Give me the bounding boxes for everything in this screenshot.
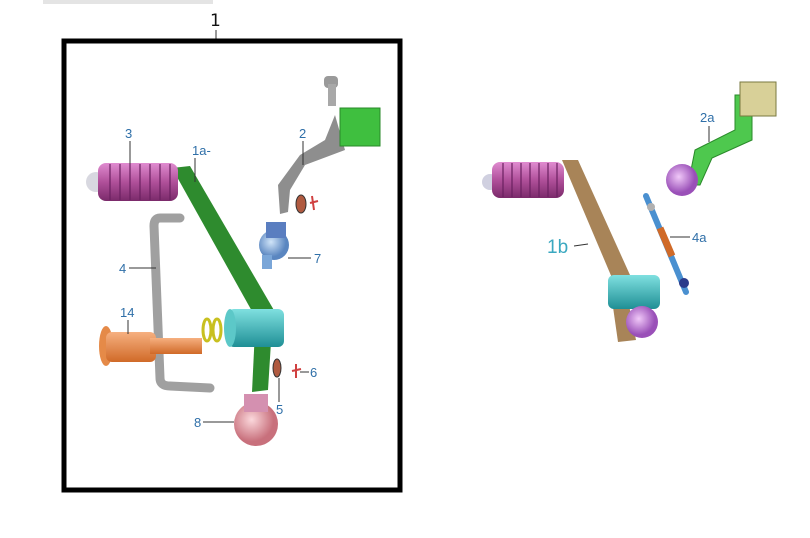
label-8: 8 xyxy=(194,415,201,430)
pivot-sleeve-right xyxy=(608,275,660,309)
pivot-shaft-14-end xyxy=(150,338,202,354)
label-6: 6 xyxy=(310,365,317,380)
label-14: 14 xyxy=(120,305,134,320)
ball-joint-7-stem xyxy=(262,255,272,269)
spring-washer-1 xyxy=(201,317,213,343)
green-block xyxy=(339,107,381,147)
right-kit: 1b 2a 4a xyxy=(482,81,777,342)
label-3: 3 xyxy=(125,126,132,141)
label-7: 7 xyxy=(314,251,321,266)
pivot-shaft-14 xyxy=(106,332,156,362)
assembly-label: 1 xyxy=(210,11,221,31)
bracket-2 xyxy=(278,115,345,214)
ball-joint-8-socket xyxy=(244,394,268,412)
ball-joint-right-upper xyxy=(666,164,698,196)
spring-washer-2 xyxy=(211,317,223,343)
label-4a: 4a xyxy=(692,230,707,245)
left-kit: 3 1a- 2 7 4 14 6 5 8 xyxy=(86,76,381,446)
label-2a: 2a xyxy=(700,110,715,125)
washer-upper xyxy=(295,194,307,214)
footpeg-right xyxy=(492,162,564,198)
clip-6 xyxy=(291,364,302,378)
label-1b: 1b xyxy=(547,237,568,258)
bolt-shaft xyxy=(328,84,336,106)
rod-4 xyxy=(149,213,215,393)
rod-4a-top-nut xyxy=(647,203,655,211)
washer-5 xyxy=(272,358,282,378)
yellow-block xyxy=(739,81,777,117)
top-bar xyxy=(43,0,213,4)
rod-4a-sleeve xyxy=(656,226,676,258)
pivot-sleeve-end xyxy=(224,309,236,347)
label-1a: 1a- xyxy=(192,143,211,158)
label-5: 5 xyxy=(276,402,283,417)
ball-joint-right-lower xyxy=(626,306,658,338)
lever-1b xyxy=(562,160,630,285)
label-4: 4 xyxy=(119,261,126,276)
footpeg-3 xyxy=(98,163,178,201)
ball-joint-7-socket xyxy=(266,222,286,238)
lever-1a xyxy=(172,166,275,322)
kit-frame xyxy=(61,38,403,493)
leader-1b xyxy=(573,243,589,247)
rod-4a-nut xyxy=(679,278,689,288)
pivot-sleeve xyxy=(228,309,284,347)
label-2: 2 xyxy=(299,126,306,141)
ball-joint-8 xyxy=(234,402,278,446)
clip-upper xyxy=(309,195,319,211)
